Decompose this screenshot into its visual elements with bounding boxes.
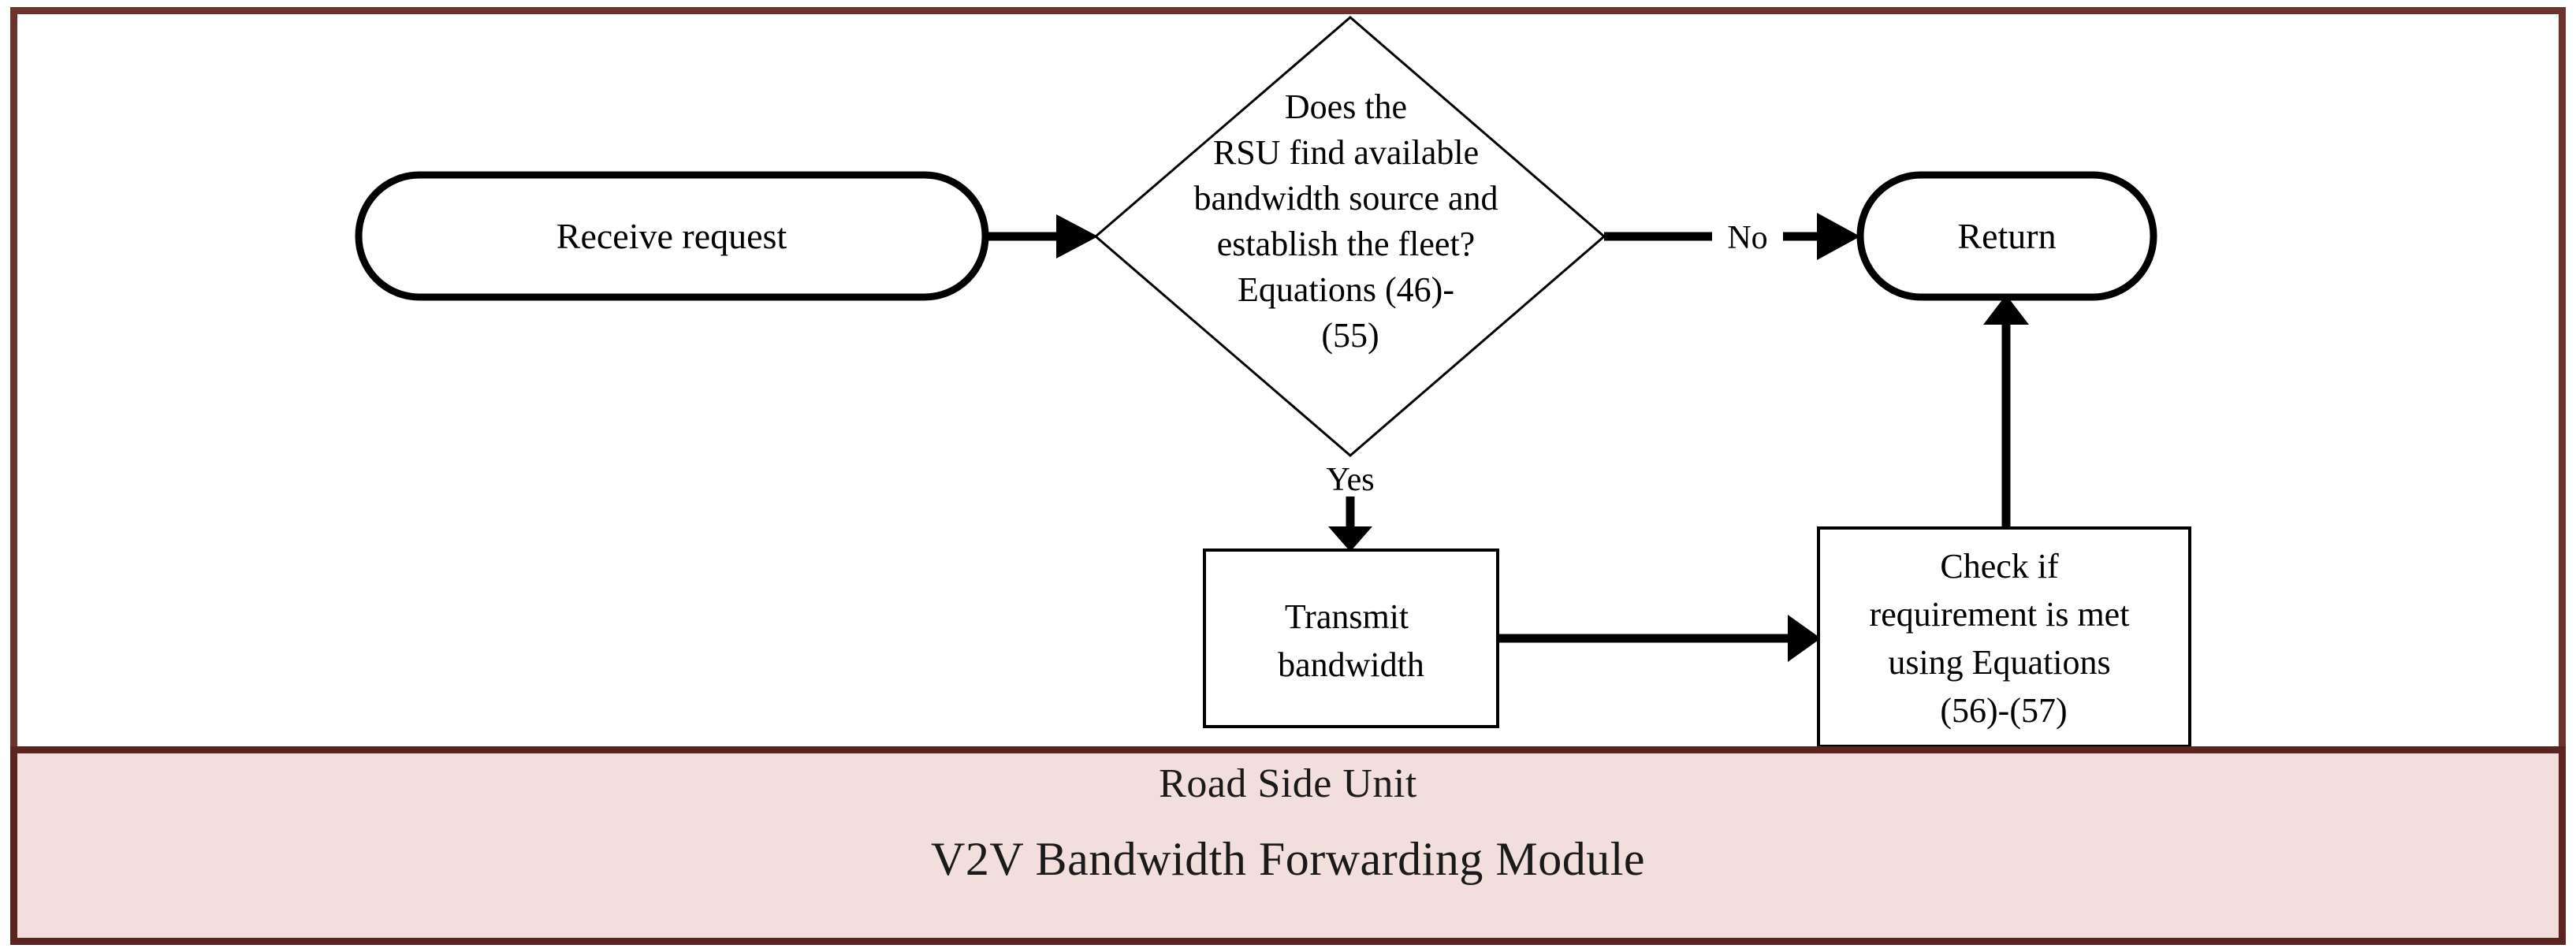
decision-line-1: Does the: [1285, 87, 1407, 126]
banner-title-road-side-unit: Road Side Unit: [1159, 761, 1417, 806]
edge-receive-to-decision: [985, 214, 1098, 258]
node-return[interactable]: Return: [1856, 171, 2157, 301]
node-decision-rsu-bandwidth[interactable]: Does the RSU find available bandwidth so…: [1093, 16, 1606, 457]
check-line-2: requirement is met: [1870, 595, 2130, 634]
banner-title-v2v-module: V2V Bandwidth Forwarding Module: [930, 833, 1645, 886]
node-transmit-bandwidth[interactable]: Transmit bandwidth: [1203, 549, 1499, 728]
node-check-requirement[interactable]: Check if requirement is met using Equati…: [1817, 526, 2191, 748]
decision-line-5: Equations (46)-: [1238, 270, 1454, 309]
module-banner: Road Side Unit V2V Bandwidth Forwarding …: [10, 746, 2566, 945]
node-transmit-bandwidth-label: Transmit bandwidth: [1278, 597, 1424, 684]
check-line-1: Check if: [1940, 547, 2059, 586]
edge-label-no: No: [1727, 220, 1767, 256]
decision-line-6: (55): [1321, 316, 1379, 355]
node-check-requirement-label: Check if requirement is met using Equati…: [1870, 547, 2139, 730]
edge-check-to-return: [1983, 295, 2029, 528]
edge-label-yes: Yes: [1326, 462, 1374, 498]
decision-line-4: establish the fleet?: [1217, 225, 1475, 263]
check-line-3: using Equations: [1888, 643, 2110, 682]
node-receive-request[interactable]: Receive request: [355, 171, 989, 301]
edge-decision-to-return: No: [1604, 213, 1860, 260]
node-decision-label: Does the RSU find available bandwidth so…: [1193, 87, 1506, 355]
decision-line-3: bandwidth source and: [1193, 179, 1498, 218]
edge-transmit-to-check: [1496, 615, 1821, 662]
transmit-line-2: bandwidth: [1278, 645, 1424, 684]
node-return-label: Return: [1957, 216, 2056, 256]
transmit-line-1: Transmit: [1285, 597, 1409, 636]
node-receive-request-label: Receive request: [557, 216, 787, 256]
decision-line-2: RSU find available: [1213, 133, 1479, 172]
check-line-4: (56)-(57): [1940, 691, 2067, 730]
